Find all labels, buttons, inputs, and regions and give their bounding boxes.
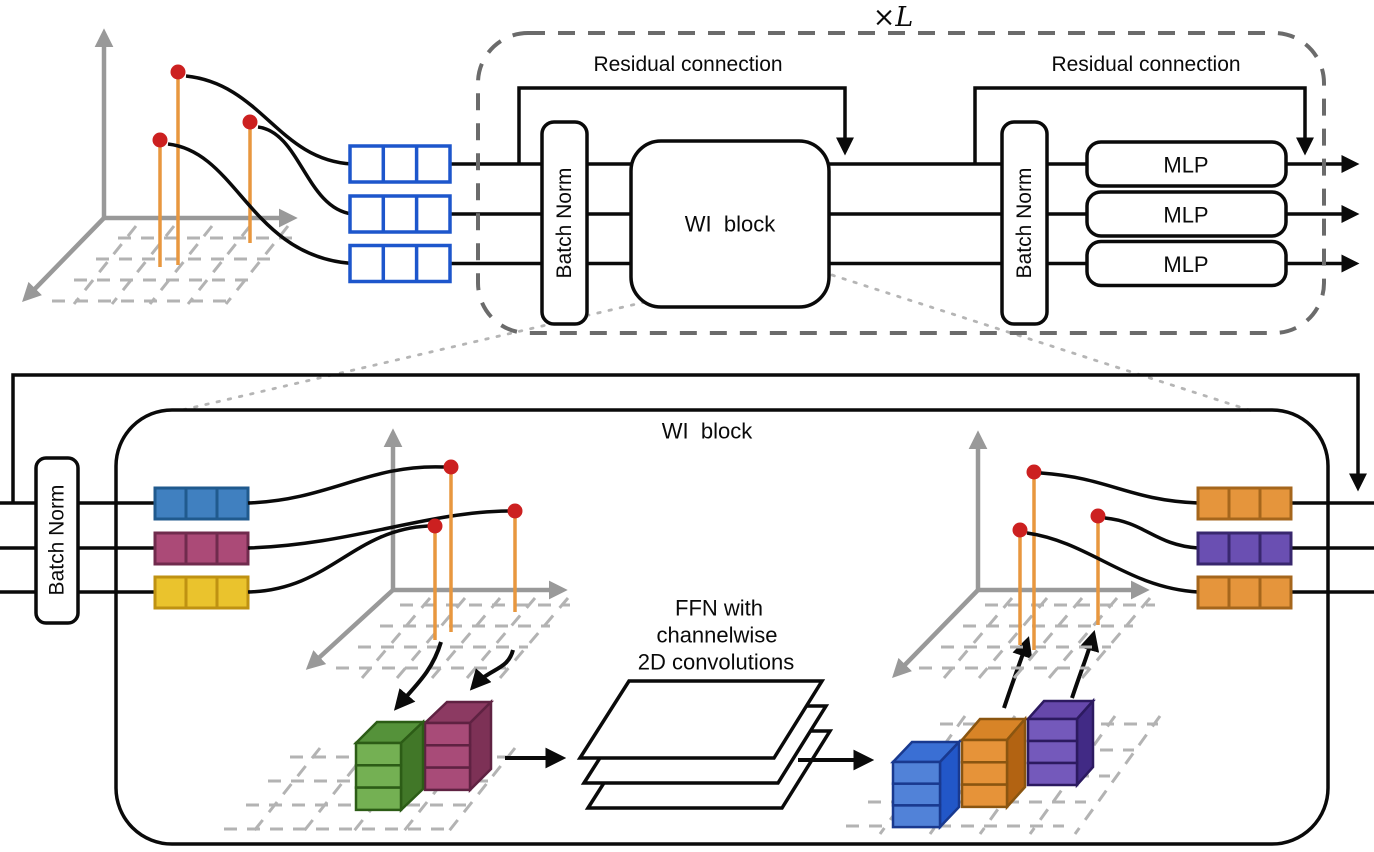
mlp-label-2: MLP bbox=[1163, 203, 1208, 228]
sample-to-token-curve bbox=[1026, 531, 1199, 594]
input-token-rows bbox=[348, 144, 452, 284]
ffn-label-line-2: channelwise bbox=[656, 623, 777, 648]
data-point bbox=[170, 64, 186, 80]
grid-plane bbox=[919, 597, 1155, 679]
residual-connection-1: Residual connection bbox=[517, 53, 855, 164]
sample-to-token-curve bbox=[167, 142, 353, 266]
detail-batch-norm-label: Batch Norm bbox=[46, 485, 69, 596]
cube-column-blue bbox=[890, 738, 962, 831]
ffn-label-line-1: FFN with bbox=[675, 596, 763, 621]
residual-label-2: Residual connection bbox=[1051, 53, 1240, 76]
token-row-orange bbox=[1196, 486, 1293, 521]
grid-plane bbox=[52, 225, 298, 305]
token-row-yellow bbox=[153, 575, 250, 610]
mlp-boxes: MLP MLP MLP bbox=[1085, 140, 1288, 288]
data-point bbox=[443, 459, 459, 475]
detail-input-tokens bbox=[153, 486, 250, 610]
mlp-label-1: MLP bbox=[1163, 153, 1208, 178]
sample-to-token-curve bbox=[257, 125, 353, 216]
grid-to-cube-arrow bbox=[393, 641, 443, 711]
left-feature-cubes bbox=[224, 641, 517, 837]
grid-to-cube-arrow bbox=[469, 649, 515, 691]
token-row-violet bbox=[1196, 531, 1293, 566]
token-to-sample-curve bbox=[247, 465, 445, 505]
detail-output-tokens bbox=[1196, 486, 1293, 610]
cube-column-maroon bbox=[421, 698, 495, 794]
cube-column-violet bbox=[1025, 697, 1096, 789]
grid-plane bbox=[336, 597, 570, 679]
input-3d-plot bbox=[22, 28, 353, 305]
cube-column-green bbox=[352, 719, 427, 813]
sample-to-token-curve bbox=[185, 74, 353, 166]
detail-right-3d-plot bbox=[892, 430, 1199, 679]
sample-to-token-curve bbox=[1040, 471, 1199, 505]
data-point bbox=[1012, 522, 1028, 538]
ffn-block: FFN with channelwise 2D convolutions bbox=[505, 596, 875, 810]
z-axis bbox=[305, 588, 395, 670]
token-row-blue bbox=[153, 486, 250, 521]
mlp-label-3: MLP bbox=[1163, 252, 1208, 277]
token-row-maroon bbox=[153, 531, 250, 566]
token-row bbox=[348, 144, 452, 184]
data-point bbox=[1026, 464, 1042, 480]
repeat-label: ×L bbox=[873, 2, 914, 33]
token-row-orange-2 bbox=[1196, 575, 1293, 610]
detail-batch-norm: Batch Norm bbox=[34, 456, 80, 625]
token-row bbox=[348, 243, 452, 284]
z-axis bbox=[892, 588, 980, 679]
data-point bbox=[1090, 508, 1106, 524]
wi-detail-title: WI block bbox=[662, 419, 753, 444]
detail-outer-residual bbox=[11, 373, 1368, 503]
cube-column-orange bbox=[959, 715, 1028, 811]
cube-to-grid-arrow bbox=[1002, 636, 1033, 709]
wi-block-label: WI block bbox=[685, 212, 776, 237]
sample-to-token-curve bbox=[1104, 516, 1199, 550]
batch-norm-2: Batch Norm bbox=[1000, 120, 1049, 326]
z-axis bbox=[22, 216, 106, 303]
data-point bbox=[152, 132, 168, 148]
data-point bbox=[242, 114, 258, 130]
right-feature-cubes bbox=[846, 629, 1162, 835]
batch-norm-1: Batch Norm bbox=[540, 120, 589, 326]
ffn-label-line-3: 2D convolutions bbox=[638, 650, 795, 675]
data-point bbox=[427, 518, 443, 534]
mlp-box-2 bbox=[1085, 190, 1288, 238]
token-row bbox=[348, 194, 452, 234]
data-point bbox=[507, 503, 523, 519]
conv-plane-1 bbox=[576, 679, 826, 760]
token-to-sample-curve bbox=[247, 524, 429, 594]
residual-connection-2: Residual connection bbox=[973, 53, 1315, 164]
wi-block-box: WI block bbox=[629, 139, 831, 309]
batch-norm-2-label: Batch Norm bbox=[1013, 168, 1036, 279]
cube-to-grid-arrow bbox=[1070, 629, 1100, 699]
detail-left-3d-plot bbox=[247, 428, 570, 679]
mlp-box-1 bbox=[1085, 140, 1288, 188]
mlp-box-3 bbox=[1085, 239, 1288, 288]
repeat-block-border bbox=[476, 31, 1326, 335]
residual-label-1: Residual connection bbox=[593, 53, 782, 76]
wi-detail-box: WI block bbox=[114, 408, 1330, 846]
token-to-sample-curve bbox=[247, 509, 509, 550]
batch-norm-1-label: Batch Norm bbox=[553, 168, 576, 279]
zoom-line-right bbox=[830, 273, 1254, 413]
